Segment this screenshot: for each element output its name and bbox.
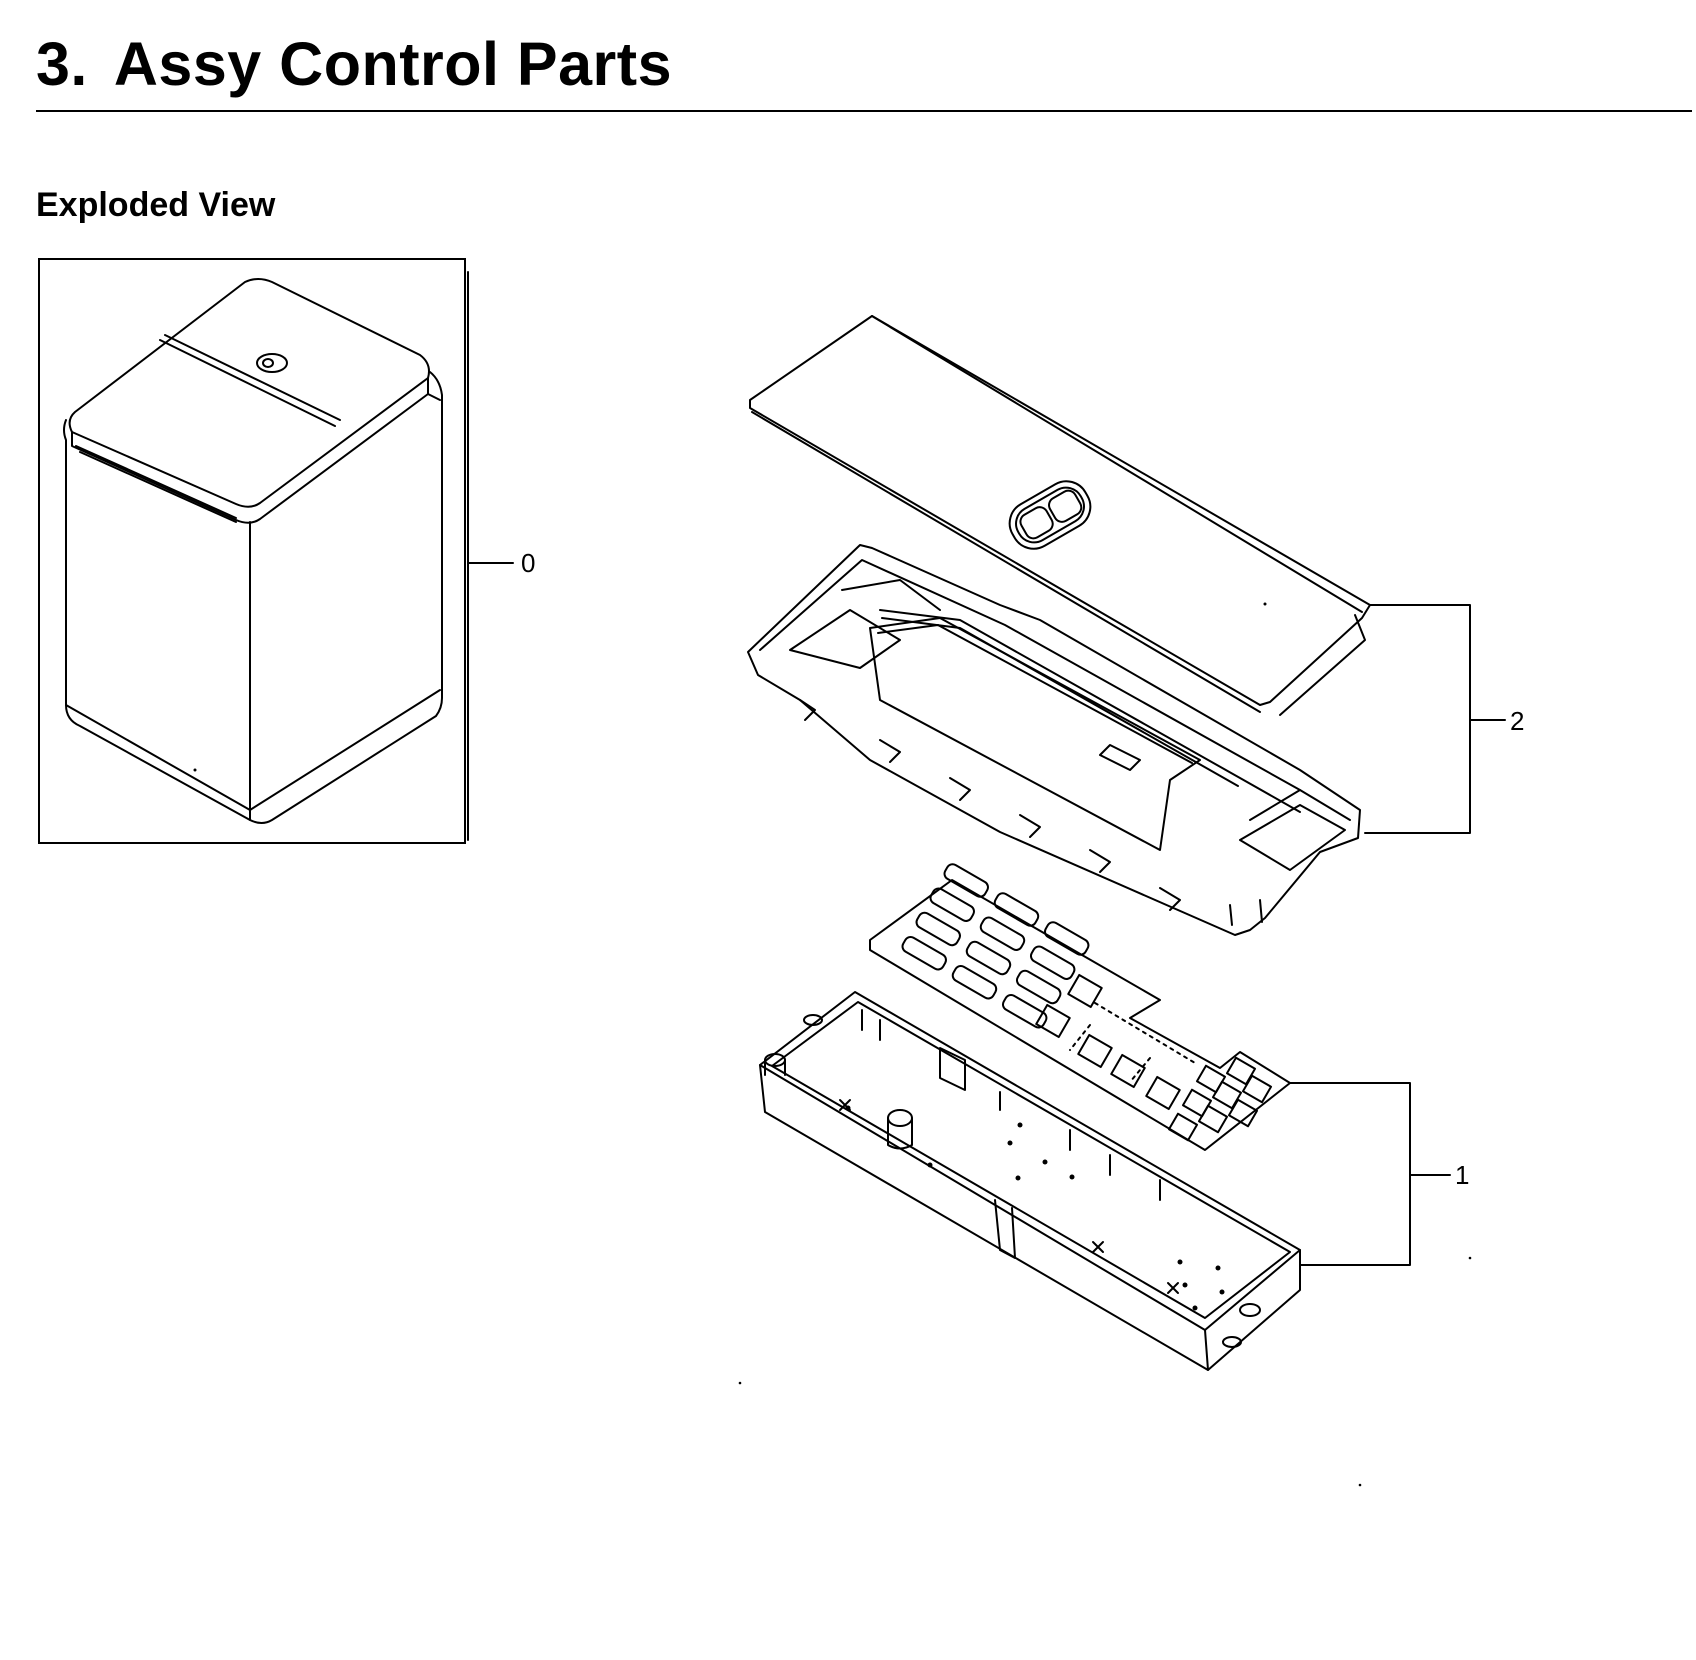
page-title: 3.Assy Control Parts (36, 34, 672, 95)
callout-2-label: 2 (1510, 706, 1524, 736)
assembly-inset-frame (38, 258, 466, 844)
section-title: Assy Control Parts (113, 30, 673, 98)
callout-1-bracket (1289, 1082, 1411, 1266)
callout-2-bracket (1364, 604, 1471, 834)
section-number: 3. (36, 30, 88, 98)
washing-machine-illustration (63, 278, 443, 824)
callout-0-label: 0 (521, 548, 535, 578)
control-box-housing-illustration (759, 991, 1301, 1371)
callout-1-label: 1 (1455, 1160, 1469, 1190)
exploded-view-heading: Exploded View (36, 186, 276, 224)
control-panel-frame-illustration (747, 544, 1361, 936)
title-rule (36, 110, 1692, 112)
control-panel-cover-illustration (749, 315, 1371, 716)
membrane-sheet-illustration (869, 863, 1291, 1151)
